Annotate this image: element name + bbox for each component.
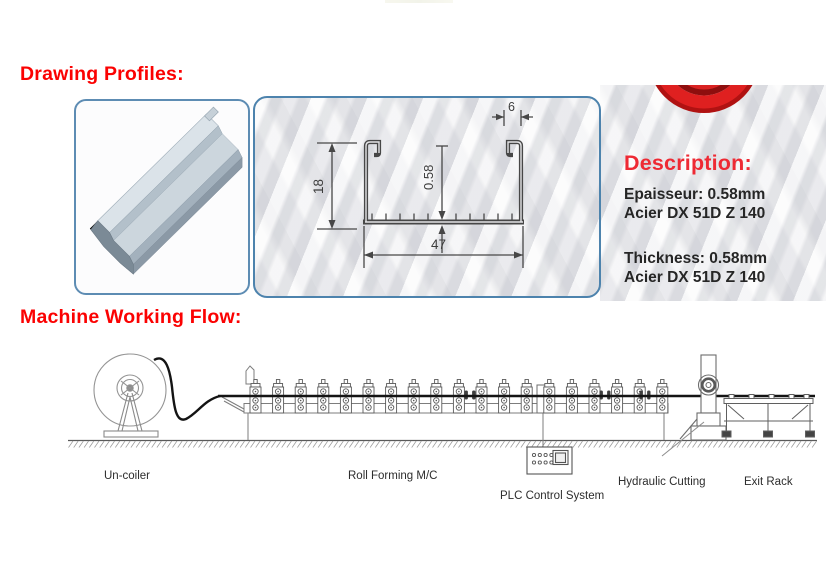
dim-width-label: 47 (431, 237, 446, 252)
machine-working-flow-heading: Machine Working Flow: (20, 306, 242, 328)
top-edge-artifact (385, 0, 453, 3)
description-panel: Description: Epaisseur: 0.58mm Acier DX … (600, 85, 826, 301)
description-thickness: Thickness: 0.58mm (624, 250, 768, 267)
plc-box (526, 446, 573, 475)
dimension-lip (492, 110, 533, 126)
description-title: Description: (624, 151, 752, 175)
roll-forming-machine (221, 365, 669, 447)
profile-photo-panel (74, 99, 250, 295)
plc-buttons (531, 452, 554, 465)
dimension-width (363, 226, 524, 268)
uncoiler-diagram (93, 353, 167, 438)
label-plc: PLC Control System (500, 490, 605, 502)
exit-rack-diagram (721, 394, 815, 438)
web-tick-marks (371, 213, 513, 220)
dim-height-label: 18 (311, 179, 326, 194)
label-hydraulic-cutting: Hydraulic Cutting (618, 476, 706, 488)
hydraulic-cutting-station (661, 354, 727, 457)
label-roll-forming: Roll Forming M/C (348, 470, 438, 482)
description-block: Description: Epaisseur: 0.58mm Acier DX … (624, 151, 824, 287)
description-epaisseur: Epaisseur: 0.58mm (624, 186, 766, 203)
dimension-thickness (436, 145, 448, 253)
description-acier-fr: Acier DX 51D Z 140 (624, 205, 766, 222)
channel-cross-section-drawing: 18 0.58 47 (311, 100, 533, 268)
profiles-section: Description: Epaisseur: 0.58mm Acier DX … (72, 85, 826, 301)
dimension-height (317, 142, 357, 230)
roll-stands (249, 379, 669, 414)
leader-line (661, 421, 705, 457)
ground-hatching (68, 440, 817, 448)
technical-drawing-panel: 18 0.58 47 (253, 96, 601, 298)
red-ribbon-logo-fragment (655, 85, 753, 113)
machine-flow-diagram (68, 353, 817, 475)
dim-thickness-label: 0.58 (421, 165, 436, 190)
drawing-profiles-heading: Drawing Profiles: (20, 63, 184, 85)
label-uncoiler: Un-coiler (104, 470, 151, 482)
steel-channel-photo (89, 106, 243, 275)
label-exit-rack: Exit Rack (744, 476, 793, 488)
steel-strip-curve (153, 357, 221, 421)
description-acier-en: Acier DX 51D Z 140 (624, 269, 766, 286)
dim-lip-label: 6 (508, 100, 515, 114)
